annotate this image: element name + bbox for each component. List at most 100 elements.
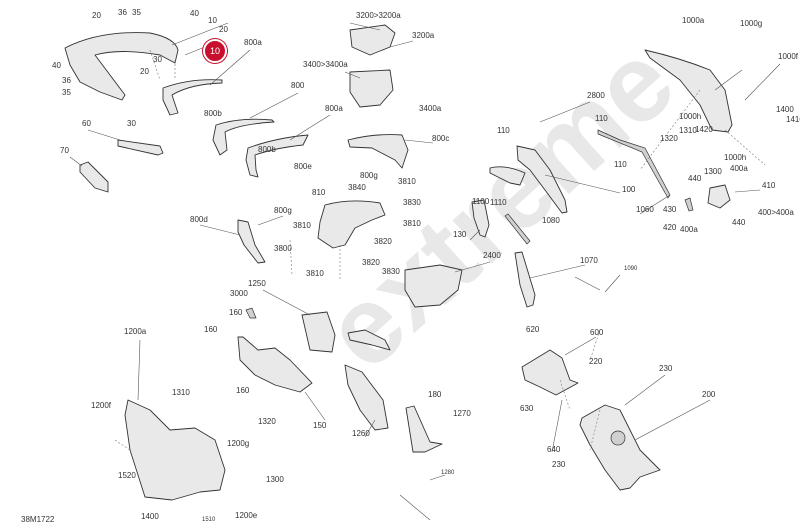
part-number-callout[interactable]: 3820	[374, 237, 392, 246]
part-number-callout[interactable]: 810	[312, 188, 326, 197]
part-number-callout[interactable]: 1200f	[91, 401, 112, 410]
part-number-callout[interactable]: 800b	[258, 145, 276, 154]
part-number-callout[interactable]: 1420	[695, 125, 713, 134]
part-number-callout[interactable]: 410	[762, 181, 776, 190]
part-number-callout[interactable]: 1060	[636, 205, 654, 214]
part-number-callout[interactable]: 1000h	[679, 112, 702, 121]
part-number-callout[interactable]: 160	[229, 308, 243, 317]
part-number-callout[interactable]: 1100	[472, 197, 490, 206]
part-number-callout[interactable]: 20	[219, 25, 228, 34]
part-number-callout[interactable]: 420	[663, 223, 677, 232]
part-number-callout[interactable]: 160	[204, 325, 218, 334]
part-number-callout[interactable]: 1090	[624, 266, 638, 272]
part-number-callout[interactable]: 800e	[294, 162, 312, 171]
part-number-callout[interactable]: 110	[497, 126, 510, 135]
part-number-callout[interactable]: 400a	[680, 225, 698, 234]
part-number-callout[interactable]: 3400a	[419, 104, 442, 113]
highlighted-part-callout[interactable]: 10	[203, 39, 227, 63]
part-number-callout[interactable]: 1310	[679, 126, 697, 135]
part-number-callout[interactable]: 1000h	[724, 153, 747, 162]
part-number-callout[interactable]: 20	[92, 11, 101, 20]
part-number-callout[interactable]: 800a	[244, 38, 262, 47]
part-number-callout[interactable]: 430	[663, 205, 677, 214]
part-number-callout[interactable]: 1270	[453, 409, 471, 418]
part-number-callout[interactable]: 800g	[274, 206, 292, 215]
part-number-callout[interactable]: 3810	[306, 269, 324, 278]
part-number-callout[interactable]: 36	[118, 8, 127, 17]
part-number-callout[interactable]: 3830	[382, 267, 400, 276]
part-number-callout[interactable]: 40	[52, 61, 61, 70]
part-number-callout[interactable]: 10	[208, 16, 217, 25]
part-number-callout[interactable]: 100	[622, 185, 636, 194]
part-number-callout[interactable]: 1200e	[235, 511, 258, 520]
part-number-callout[interactable]: 1000a	[682, 16, 705, 25]
part-number-callout[interactable]: 1400	[776, 105, 794, 114]
part-number-callout[interactable]: 35	[132, 8, 141, 17]
part-number-callout[interactable]: 110	[614, 160, 627, 169]
part-number-callout[interactable]: 3200a	[412, 31, 435, 40]
part-number-callout[interactable]: 400>400a	[758, 208, 794, 217]
part-number-callout[interactable]: 400a	[730, 164, 748, 173]
part-number-callout[interactable]: 130	[453, 230, 467, 239]
part-number-callout[interactable]: 640	[547, 445, 561, 454]
part-number-callout[interactable]: 1510	[202, 517, 216, 523]
part-number-callout[interactable]: 620	[526, 325, 540, 334]
part-number-callout[interactable]: 30	[153, 55, 162, 64]
part-number-callout[interactable]: 1110	[490, 198, 507, 207]
part-number-callout[interactable]: 3000	[230, 289, 248, 298]
part-number-callout[interactable]: 1320	[258, 417, 276, 426]
part-number-callout[interactable]: 800a	[325, 104, 343, 113]
part-number-callout[interactable]: 70	[60, 146, 69, 155]
part-number-callout[interactable]: 630	[520, 404, 534, 413]
part-number-callout[interactable]: 160	[236, 386, 250, 395]
part-number-callout[interactable]: 230	[552, 460, 566, 469]
part-number-callout[interactable]: 800	[291, 81, 305, 90]
part-number-callout[interactable]: 800g	[360, 171, 378, 180]
part-number-callout[interactable]: 1200g	[227, 439, 250, 448]
part-number-callout[interactable]: 1410	[786, 115, 800, 124]
part-number-callout[interactable]: 60	[82, 119, 91, 128]
part-number-callout[interactable]: 800b	[204, 109, 222, 118]
part-number-callout[interactable]: 180	[428, 390, 442, 399]
part-number-callout[interactable]: 35	[62, 88, 71, 97]
part-number-callout[interactable]: 150	[313, 421, 327, 430]
part-number-callout[interactable]: 1250	[248, 279, 266, 288]
part-number-callout[interactable]: 3820	[362, 258, 380, 267]
part-number-callout[interactable]: 600	[590, 328, 604, 337]
part-number-callout[interactable]: 1400	[141, 512, 159, 521]
part-number-callout[interactable]: 1300	[266, 475, 284, 484]
part-number-callout[interactable]: 3200>3200a	[356, 11, 401, 20]
part-number-callout[interactable]: 1260	[352, 429, 370, 438]
part-number-callout[interactable]: 1310	[172, 388, 190, 397]
part-number-callout[interactable]: 1200a	[124, 327, 147, 336]
part-number-callout[interactable]: 1000g	[740, 19, 763, 28]
part-number-callout[interactable]: 110	[595, 114, 608, 123]
part-number-callout[interactable]: 1300	[704, 167, 722, 176]
part-number-callout[interactable]: 3840	[348, 183, 366, 192]
part-number-callout[interactable]: 220	[589, 357, 603, 366]
part-number-callout[interactable]: 1520	[118, 471, 136, 480]
part-number-callout[interactable]: 1000f	[778, 52, 799, 61]
part-number-callout[interactable]: 1320	[660, 134, 678, 143]
part-number-callout[interactable]: 3810	[403, 219, 421, 228]
part-number-callout[interactable]: 800d	[190, 215, 208, 224]
part-number-callout[interactable]: 800c	[432, 134, 450, 143]
part-number-callout[interactable]: 40	[190, 9, 199, 18]
part-number-callout[interactable]: 3400>3400a	[303, 60, 348, 69]
part-number-callout[interactable]: 3810	[293, 221, 311, 230]
part-number-callout[interactable]: 3800	[274, 244, 292, 253]
part-number-callout[interactable]: 440	[688, 174, 702, 183]
part-number-callout[interactable]: 1080	[542, 216, 560, 225]
part-number-callout[interactable]: 1280	[441, 470, 455, 476]
part-number-callout[interactable]: 20	[140, 67, 149, 76]
part-number-callout[interactable]: 230	[659, 364, 673, 373]
part-number-callout[interactable]: 2400	[483, 251, 501, 260]
part-number-callout[interactable]: 1070	[580, 256, 598, 265]
part-number-callout[interactable]: 440	[732, 218, 746, 227]
part-number-callout[interactable]: 36	[62, 76, 71, 85]
part-number-callout[interactable]: 200	[702, 390, 716, 399]
part-number-callout[interactable]: 2800	[587, 91, 605, 100]
part-number-callout[interactable]: 30	[127, 119, 136, 128]
part-number-callout[interactable]: 3830	[403, 198, 421, 207]
part-number-callout[interactable]: 3810	[398, 177, 416, 186]
